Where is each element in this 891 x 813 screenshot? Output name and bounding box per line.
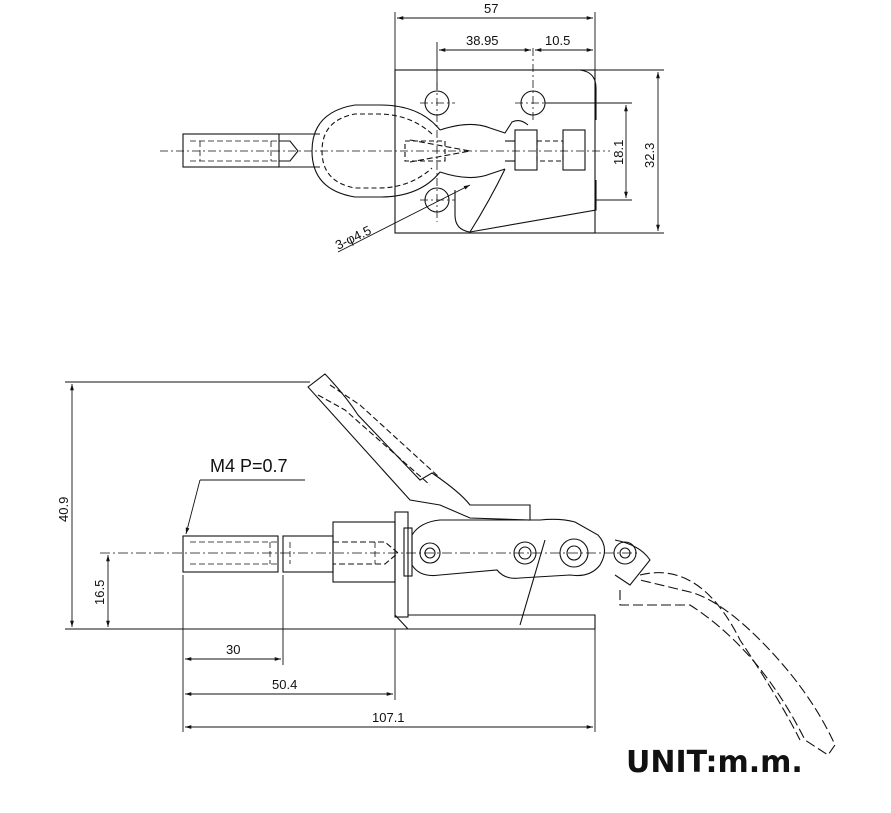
dim-overall-len: 107.1 <box>372 710 405 725</box>
side-plunger <box>182 535 279 573</box>
side-view <box>65 373 836 756</box>
top-clamp-outline <box>435 69 597 233</box>
thread-label: M4 P=0.7 <box>210 456 288 476</box>
dim-hole-pitch: 10.5 <box>545 33 570 48</box>
dim-holes: 3-φ4.5 <box>333 223 374 253</box>
top-base-plate <box>394 69 596 234</box>
side-dimensions <box>65 381 596 732</box>
dim-hole-offset: 38.95 <box>466 33 499 48</box>
dim-plunger-len: 50.4 <box>272 677 297 692</box>
dim-stroke: 30 <box>226 642 240 657</box>
side-base <box>394 614 596 630</box>
dim-height-outer: 32.3 <box>642 143 657 168</box>
dim-width-57: 57 <box>484 1 498 16</box>
top-view <box>160 48 610 234</box>
unit-label: UNIT:m.m. <box>626 745 803 780</box>
side-linkage <box>411 518 606 579</box>
side-bushing <box>332 521 396 583</box>
top-dimensions <box>337 12 664 253</box>
top-handle-loop <box>311 104 441 198</box>
top-plunger-rod <box>182 133 280 168</box>
dim-axis-height: 16.5 <box>92 580 107 605</box>
dim-height-40-9: 40.9 <box>56 497 71 522</box>
handle-raised <box>307 373 531 521</box>
handle-lowered <box>619 579 836 756</box>
dim-height-inner: 18.1 <box>611 140 626 165</box>
